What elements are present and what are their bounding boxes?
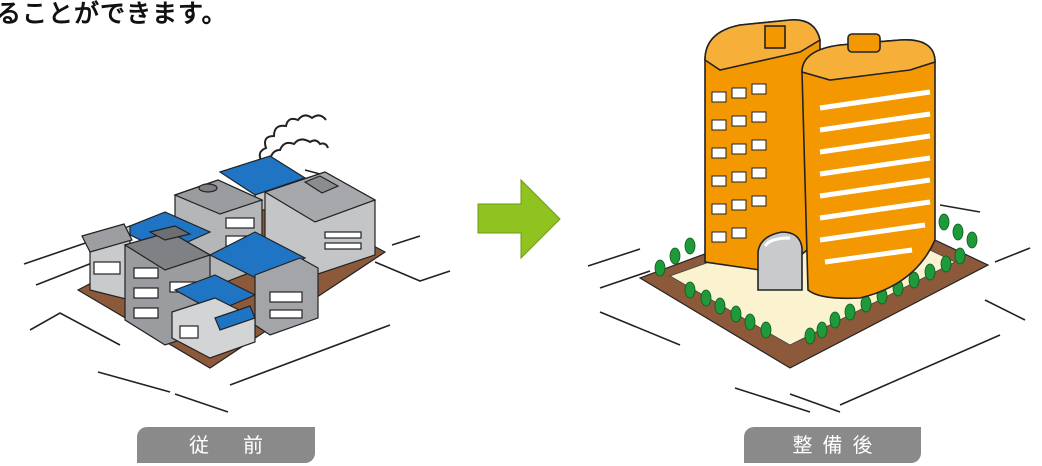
factory-buildings-icon: [82, 156, 375, 358]
label-after: 整備後: [744, 427, 921, 463]
arrow-icon: [478, 180, 560, 258]
apartment-tower-icon: [705, 20, 935, 299]
smoke-icon: [260, 115, 328, 162]
label-before: 従前: [137, 427, 315, 463]
